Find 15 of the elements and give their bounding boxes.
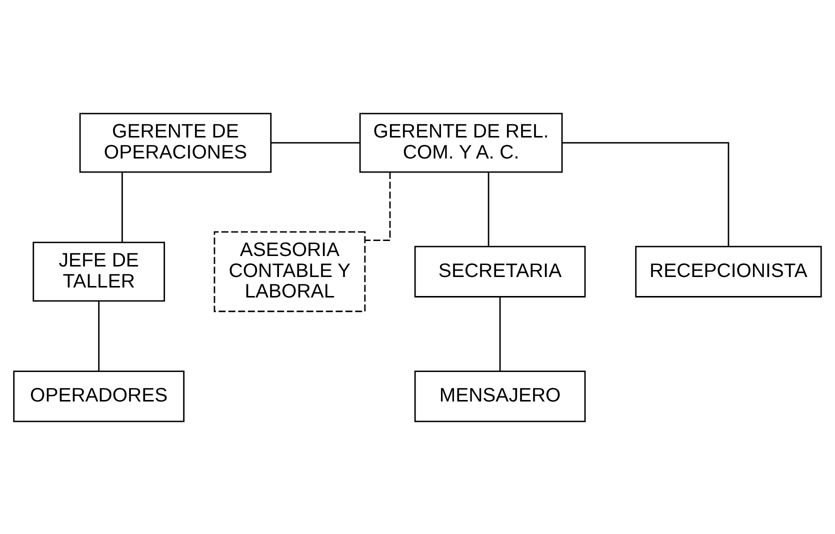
node-box: JEFE DE TALLER bbox=[32, 241, 166, 302]
node-box: MENSAJERO bbox=[414, 370, 586, 422]
connector bbox=[365, 172, 391, 241]
connector bbox=[499, 296, 501, 371]
node-box: RECEPCIONISTA bbox=[635, 245, 822, 297]
connector bbox=[488, 172, 490, 246]
node-box: OPERADORES bbox=[13, 370, 185, 422]
connector bbox=[98, 300, 100, 371]
node-box: SECRETARIA bbox=[414, 245, 586, 297]
connector bbox=[562, 142, 730, 246]
node-box: ASESORIA CONTABLE Y LABORAL bbox=[214, 230, 366, 312]
connector bbox=[121, 172, 123, 242]
node-box: GERENTE DE OPERACIONES bbox=[79, 112, 272, 172]
node-box: GERENTE DE REL. COM. Y A. C. bbox=[359, 112, 563, 172]
connector bbox=[270, 142, 360, 144]
